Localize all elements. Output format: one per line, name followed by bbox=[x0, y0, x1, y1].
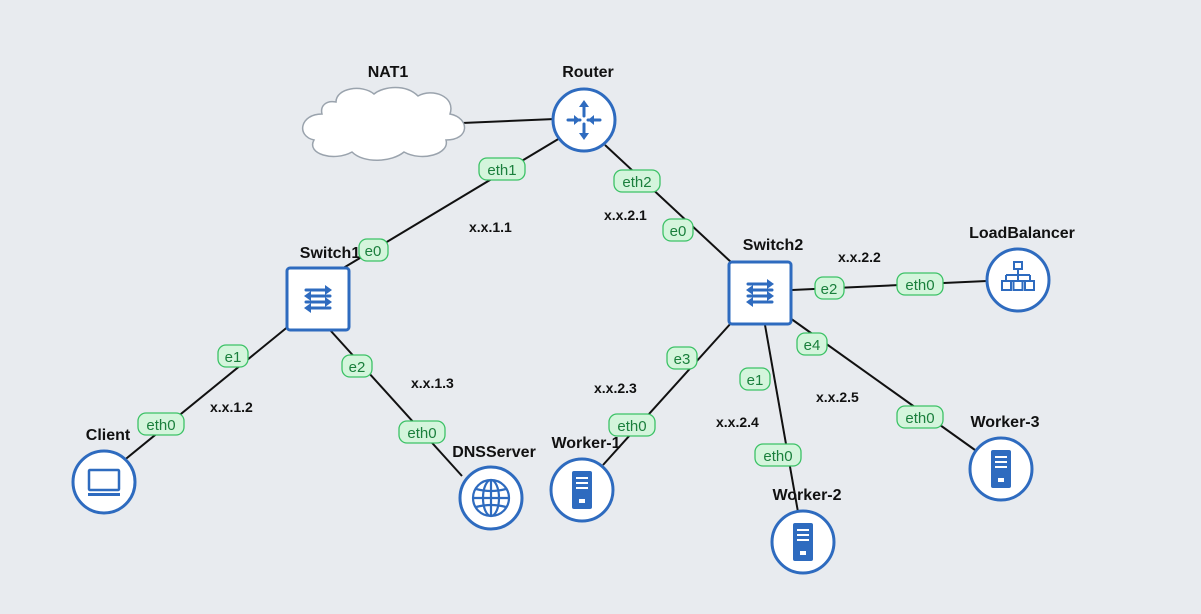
node-label-worker3: Worker-3 bbox=[970, 414, 1039, 431]
port-switch2-e2[interactable]: e2 bbox=[814, 276, 845, 300]
node-label-dnsserver: DNSServer bbox=[452, 444, 536, 461]
node-switch1[interactable]: Switch1 bbox=[285, 245, 361, 332]
port-switch1-e2[interactable]: e2 bbox=[341, 354, 373, 378]
switch-box bbox=[727, 260, 793, 326]
node-router[interactable]: Router bbox=[551, 64, 617, 153]
node-label-switch2: Switch2 bbox=[743, 237, 804, 254]
port-dnsserver-eth0[interactable]: eth0 bbox=[398, 420, 446, 444]
port-label: e2 bbox=[821, 281, 838, 298]
node-label-worker1: Worker-1 bbox=[551, 435, 620, 452]
link-switch1-client[interactable] bbox=[121, 324, 291, 463]
port-badges: eth1 eth2 e0 e0 e1 e2 eth0 eth0 bbox=[137, 157, 944, 467]
ip-label-worker3: x.x.2.5 bbox=[816, 389, 859, 405]
link-switch1-dnsserver[interactable] bbox=[329, 329, 463, 477]
node-label-worker2: Worker-2 bbox=[772, 487, 841, 504]
monitor-icon bbox=[87, 468, 121, 496]
ip-label-router-sw1: x.x.1.1 bbox=[469, 219, 512, 235]
port-label: e3 bbox=[674, 351, 691, 368]
port-worker2-eth0[interactable]: eth0 bbox=[754, 443, 802, 467]
port-label: e1 bbox=[747, 372, 764, 389]
server-icon bbox=[572, 471, 592, 509]
cloud-icon bbox=[302, 86, 466, 161]
link-router-switch2[interactable] bbox=[604, 144, 733, 264]
port-label: eth0 bbox=[407, 425, 436, 442]
port-router-eth1[interactable]: eth1 bbox=[478, 157, 526, 181]
ip-label-router-sw2: x.x.2.1 bbox=[604, 207, 647, 223]
node-worker1[interactable]: Worker-1 bbox=[549, 435, 621, 523]
node-worker2[interactable]: Worker-2 bbox=[770, 487, 842, 575]
port-switch2-e4[interactable]: e4 bbox=[796, 332, 828, 356]
node-loadbalancer[interactable]: LoadBalancer bbox=[969, 225, 1075, 313]
link-switch2-worker1[interactable] bbox=[602, 321, 733, 466]
node-dnsserver[interactable]: DNSServer bbox=[452, 444, 536, 531]
port-label: eth2 bbox=[622, 174, 651, 191]
port-label: eth0 bbox=[617, 418, 646, 435]
node-nat1[interactable]: NAT1 bbox=[302, 64, 466, 161]
port-label: eth0 bbox=[146, 417, 175, 434]
load-balancer-icon bbox=[1001, 261, 1035, 291]
ip-label-lb: x.x.2.2 bbox=[838, 249, 881, 265]
switch-icon bbox=[746, 279, 774, 307]
port-label: e1 bbox=[225, 349, 242, 366]
port-switch2-e1[interactable]: e1 bbox=[739, 367, 771, 391]
port-label: eth0 bbox=[905, 410, 934, 427]
switch-box bbox=[285, 266, 351, 332]
port-label: e2 bbox=[349, 359, 366, 376]
node-worker3[interactable]: Worker-3 bbox=[968, 414, 1040, 502]
port-worker1-eth0[interactable]: eth0 bbox=[608, 413, 656, 437]
port-label: e4 bbox=[804, 337, 821, 354]
server-icon bbox=[991, 450, 1011, 488]
node-switch2[interactable]: Switch2 bbox=[727, 237, 804, 326]
node-client[interactable]: Client bbox=[71, 427, 137, 515]
port-worker3-eth0[interactable]: eth0 bbox=[896, 405, 944, 429]
node-label-nat1: NAT1 bbox=[368, 64, 409, 81]
port-router-eth2[interactable]: eth2 bbox=[613, 169, 661, 193]
router-icon bbox=[566, 100, 602, 140]
link-switch2-worker2[interactable] bbox=[764, 324, 799, 513]
port-client-eth0[interactable]: eth0 bbox=[137, 412, 185, 436]
switch-icon bbox=[304, 285, 332, 313]
port-loadbalancer-eth0[interactable]: eth0 bbox=[896, 272, 944, 296]
port-switch1-e1[interactable]: e1 bbox=[217, 344, 249, 368]
ip-label-worker1: x.x.2.3 bbox=[594, 380, 637, 396]
link-nat1-router[interactable] bbox=[461, 118, 556, 124]
node-label-switch1: Switch1 bbox=[300, 245, 361, 262]
port-label: eth0 bbox=[763, 448, 792, 465]
globe-icon bbox=[471, 478, 511, 518]
port-switch1-e0[interactable]: e0 bbox=[358, 238, 389, 262]
ip-label-dns: x.x.1.3 bbox=[411, 375, 454, 391]
port-label: e0 bbox=[365, 243, 382, 260]
server-icon bbox=[793, 523, 813, 561]
node-label-router: Router bbox=[562, 64, 614, 81]
ip-label-client: x.x.1.2 bbox=[210, 399, 253, 415]
port-label: e0 bbox=[670, 223, 687, 240]
subnet-labels: x.x.1.1 x.x.2.1 x.x.1.2 x.x.1.3 x.x.2.2 … bbox=[210, 207, 881, 430]
ip-label-worker2: x.x.2.4 bbox=[716, 414, 759, 430]
node-label-client: Client bbox=[86, 427, 131, 444]
port-switch2-e0[interactable]: e0 bbox=[662, 218, 694, 242]
port-label: eth0 bbox=[905, 277, 934, 294]
port-label: eth1 bbox=[487, 162, 516, 179]
links bbox=[121, 118, 988, 513]
port-switch2-e3[interactable]: e3 bbox=[666, 346, 698, 370]
node-label-loadbalancer: LoadBalancer bbox=[969, 225, 1075, 242]
